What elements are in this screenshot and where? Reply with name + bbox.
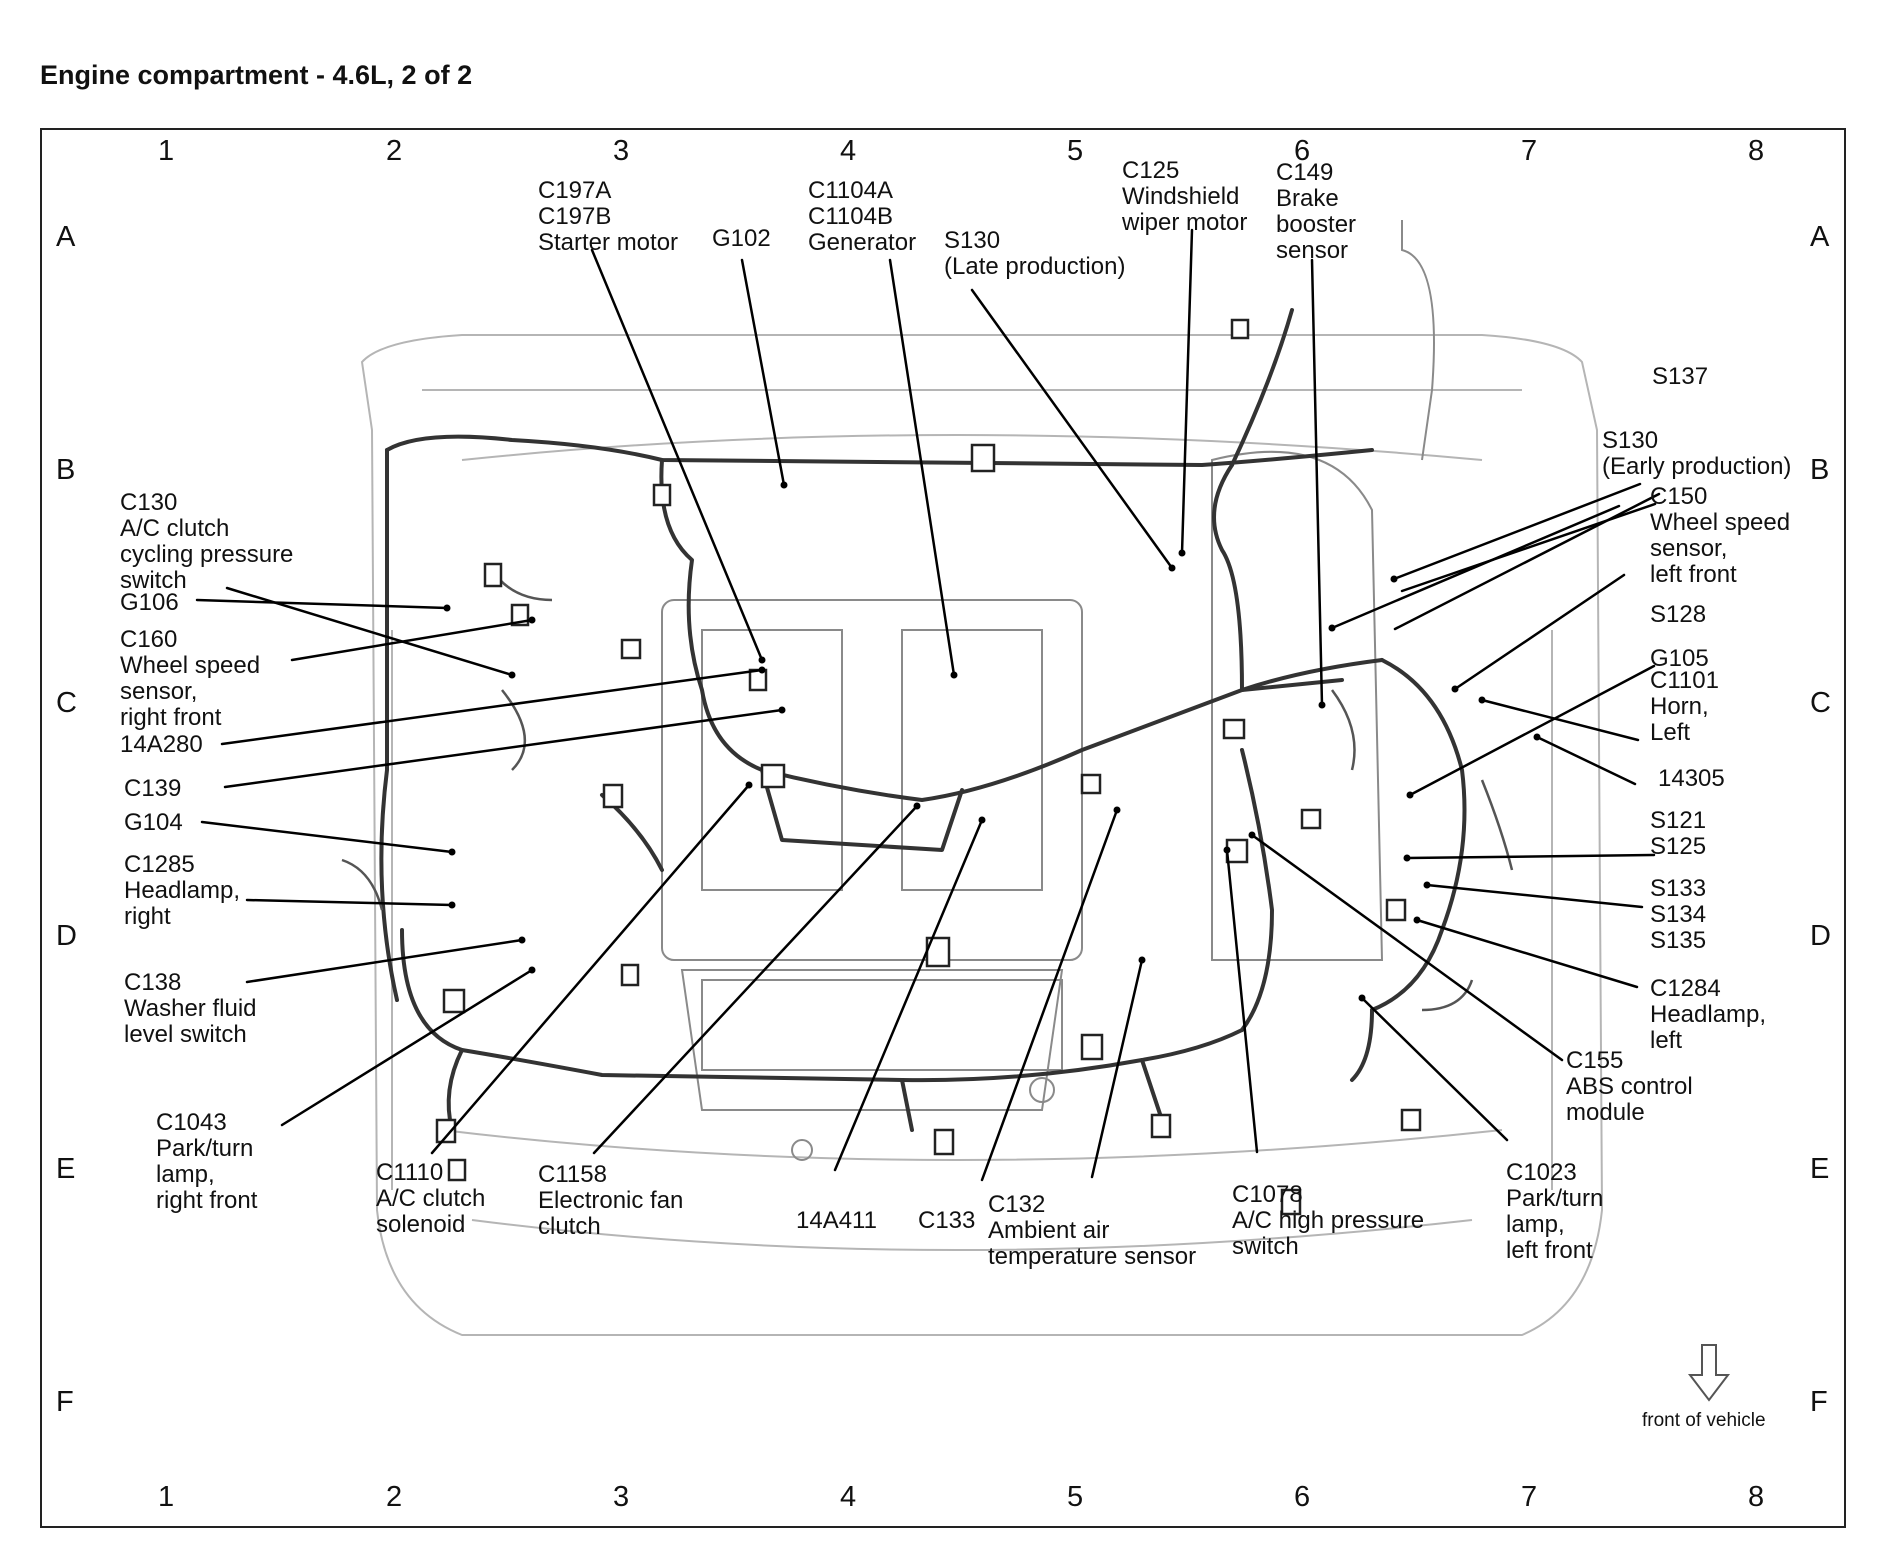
callout-s137: S137 — [1652, 363, 1709, 390]
grid-col-7-bottom: 7 — [1521, 1481, 1538, 1513]
grid-row-d-right: D — [1810, 920, 1831, 952]
grid-col-3-bottom: 3 — [613, 1481, 630, 1513]
grid-col-3-top: 3 — [613, 135, 630, 167]
grid-col-1-bottom: 1 — [158, 1481, 175, 1513]
grid-row-a-right: A — [1810, 221, 1830, 253]
front-of-vehicle-label: front of vehicle — [1642, 1410, 1766, 1431]
callout-c139: C139 — [124, 775, 182, 802]
grid-row-f-right: F — [1810, 1386, 1828, 1418]
grid-col-2-bottom: 2 — [386, 1481, 403, 1513]
grid-row-a-left: A — [56, 221, 76, 253]
wiring-harness — [379, 308, 1467, 1132]
callout-g104: G104 — [124, 809, 183, 836]
engine-block — [661, 220, 1435, 1161]
grid-col-8-top: 8 — [1748, 135, 1765, 167]
grid-row-e-left: E — [56, 1153, 76, 1185]
callout-g106: G106 — [120, 589, 179, 616]
leader-lines — [195, 228, 1661, 1182]
grid-col-5-top: 5 — [1067, 135, 1084, 167]
callout-14305: 14305 — [1658, 765, 1725, 792]
callout-g102: G102 — [712, 225, 771, 252]
callout-14a280: 14A280 — [120, 731, 203, 758]
grid-row-f-left: F — [56, 1386, 74, 1418]
grid-row-c-right: C — [1810, 687, 1831, 719]
diagram-title: Engine compartment - 4.6L, 2 of 2 — [40, 60, 473, 90]
grid-row-d-left: D — [56, 920, 77, 952]
callout-s130-early: S130(Early production) — [1602, 427, 1792, 480]
grid-row-b-right: B — [1810, 454, 1830, 486]
grid-row-b-left: B — [56, 454, 76, 486]
diagram-frame: 1 2 3 4 5 6 7 8 1 2 3 4 5 6 7 8 A B C D … — [40, 128, 1846, 1528]
callout-c133: C133 — [918, 1207, 976, 1234]
callout-s130-late: S130(Late production) — [944, 227, 1126, 280]
grid-col-2-top: 2 — [386, 135, 403, 167]
grid-col-7-top: 7 — [1521, 135, 1538, 167]
callout-14a411: 14A411 — [796, 1207, 877, 1234]
engine-compartment-drawing — [195, 220, 1731, 1402]
grid-col-4-bottom: 4 — [840, 1481, 857, 1513]
grid-row-e-right: E — [1810, 1153, 1830, 1185]
callout-s128: S128 — [1650, 601, 1707, 628]
connector-blocks — [435, 318, 1422, 1216]
grid-col-8-bottom: 8 — [1748, 1481, 1765, 1513]
grid-col-4-top: 4 — [840, 135, 857, 167]
front-of-vehicle-arrow — [1687, 1344, 1731, 1402]
grid-col-1-top: 1 — [158, 135, 175, 167]
grid-col-6-bottom: 6 — [1294, 1481, 1311, 1513]
callout-g105: G105 — [1650, 645, 1709, 672]
grid-col-6-top: 6 — [1294, 135, 1311, 167]
grid-col-5-bottom: 5 — [1067, 1481, 1084, 1513]
grid-row-c-left: C — [56, 687, 77, 719]
leader-arrowheads — [443, 481, 1541, 1002]
